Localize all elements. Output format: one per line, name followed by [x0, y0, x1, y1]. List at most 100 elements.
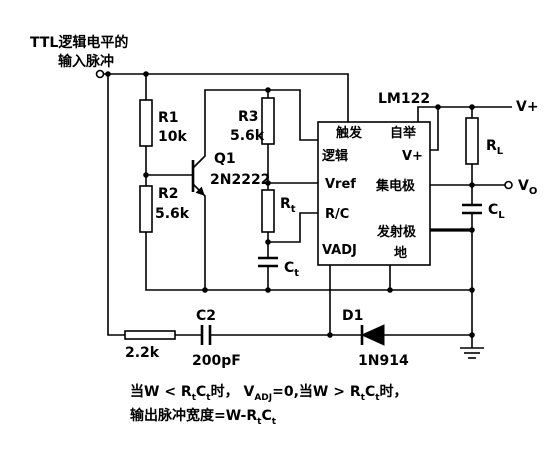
pin-rc-label: R/C — [325, 207, 349, 222]
pin-vref-label: Vref — [325, 177, 356, 192]
resistor-rl — [465, 117, 479, 165]
diode-d1 — [360, 324, 385, 346]
junctions — [105, 71, 475, 338]
note-sub: ADJ — [254, 393, 272, 403]
note-text: C — [365, 384, 375, 400]
junction-dot — [202, 287, 208, 293]
junction-dot — [469, 287, 475, 293]
note-text: C — [196, 384, 206, 400]
capacitor-c2 — [200, 325, 212, 345]
emitter-arrow — [195, 186, 205, 196]
wire-q1-collector — [192, 89, 318, 169]
supply-label: V+ — [516, 99, 539, 115]
cl-main: C — [488, 202, 498, 218]
r2-ref: R2 — [158, 186, 179, 202]
q1-value: 2N2222 — [210, 172, 270, 188]
note-line2: 输出脉冲宽度=W-RtCt — [130, 407, 277, 427]
r3-ref: R3 — [238, 109, 259, 125]
rin-value: 2.2k — [125, 345, 160, 361]
input-terminal — [95, 69, 105, 79]
resistor-2k2 — [124, 330, 176, 340]
resistor-rt — [261, 189, 275, 233]
pin-ground-label: 地 — [394, 245, 407, 261]
cl-sub: L — [498, 210, 505, 221]
note-text: =0,当W > R — [272, 383, 361, 400]
rl-label: RL — [486, 138, 504, 157]
r2-value: 5.6k — [155, 206, 190, 222]
note-text: 时， — [380, 383, 408, 400]
ct-main: C — [284, 260, 294, 276]
pin-trigger-label-2: 逻辑 — [322, 148, 348, 164]
junction-dot — [265, 287, 271, 293]
c2-value: 200pF — [192, 353, 241, 369]
pin-emitter-label: 发射极 — [376, 224, 417, 240]
d1-value: 1N914 — [358, 353, 409, 369]
junction-dot — [469, 182, 475, 188]
capacitor-ct — [258, 256, 278, 268]
resistor-r3 — [261, 97, 275, 145]
cl-label: CL — [488, 202, 505, 221]
junction-dot — [469, 104, 475, 110]
rt-label: Rt — [280, 196, 296, 215]
capacitor-cl — [462, 203, 482, 215]
note-text: 时， V — [211, 383, 255, 400]
rl-main: R — [486, 138, 497, 154]
wire-left-bus — [107, 74, 125, 336]
r3-value: 5.6k — [230, 128, 265, 144]
output-terminal — [504, 180, 513, 190]
pin-boost-label: 自举 — [390, 125, 417, 141]
junction-dot — [265, 239, 271, 245]
pin-trigger-label-1: 触发 — [335, 125, 363, 141]
note-sub: t — [257, 417, 262, 427]
q1-ref: Q1 — [214, 151, 236, 167]
input-label-line2: 输入脉冲 — [58, 53, 114, 70]
resistor-r2 — [139, 185, 153, 233]
rl-sub: L — [497, 146, 504, 157]
note-sub: t — [206, 393, 211, 403]
c2-ref: C2 — [196, 308, 216, 324]
rt-sub: t — [291, 204, 296, 215]
note-sub: t — [375, 393, 380, 403]
pin-vadj-label: VADJ — [322, 243, 357, 258]
junction-dot — [469, 227, 475, 233]
diode-triangle — [360, 324, 385, 346]
pin-vplus-label: V+ — [402, 149, 423, 164]
junction-dot — [143, 172, 149, 178]
input-label-line1: TTL逻辑电平的 — [30, 34, 128, 51]
note-line1: 当W < RtCt时， VADJ=0,当W > RtCt时， — [130, 383, 408, 403]
resistor-r1 — [139, 99, 153, 147]
pin-collector-label: 集电极 — [375, 178, 416, 194]
wire-vplus-pin — [430, 107, 439, 151]
wire-input-to-trigger — [103, 73, 349, 122]
junction-dot — [105, 71, 111, 77]
junction-dot — [387, 287, 393, 293]
ic-name: LM122 — [378, 91, 430, 107]
output-label: VO — [518, 178, 537, 197]
output-sub: O — [529, 186, 538, 197]
r1-value: 10k — [158, 129, 187, 145]
junction-dot — [469, 332, 475, 338]
wire-q1-emitter — [192, 183, 206, 290]
wire-supply-rail — [417, 106, 512, 122]
note-text: 当W < R — [130, 383, 192, 400]
transistor-q1 — [191, 160, 205, 196]
junction-dot — [265, 180, 271, 186]
junction-dot — [435, 104, 441, 110]
note-sub: t — [361, 393, 366, 403]
note-sub: t — [192, 393, 197, 403]
ground-symbol — [460, 347, 484, 359]
output-main: V — [518, 178, 529, 194]
rt-main: R — [280, 196, 291, 212]
note-sub: t — [272, 417, 277, 427]
ic-lm122-body — [317, 121, 431, 266]
r1-ref: R1 — [158, 110, 179, 126]
d1-ref: D1 — [342, 308, 363, 324]
ct-sub: t — [294, 268, 299, 279]
ct-label: Ct — [284, 260, 299, 279]
note-text: C — [261, 408, 271, 424]
wire-rc — [268, 212, 318, 243]
junction-dot — [265, 87, 271, 93]
junction-dot — [327, 332, 333, 338]
note-text: 输出脉冲宽度=W-R — [130, 407, 257, 424]
